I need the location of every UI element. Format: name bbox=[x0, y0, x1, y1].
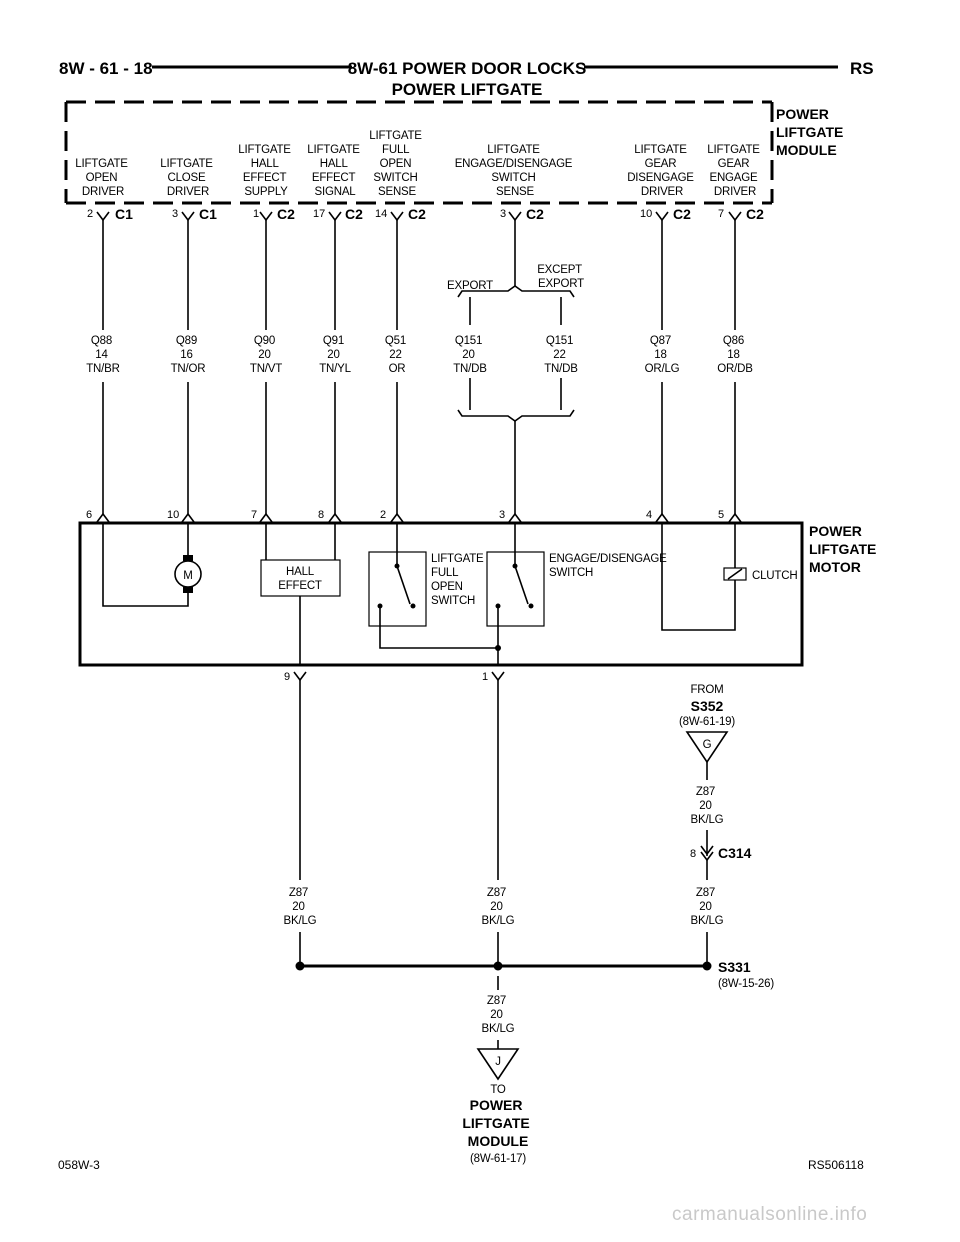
svg-text:HALL: HALL bbox=[286, 566, 315, 578]
to-destination: POWER LIFTGATE MODULE bbox=[462, 1097, 533, 1149]
motor-connector-pins: 6 10 7 8 2 3 4 5 bbox=[86, 509, 742, 523]
full-open-switch: LIFTGATE FULL OPEN SWITCH bbox=[368, 522, 498, 649]
module-title: POWER LIFTGATE MODULE bbox=[776, 106, 847, 158]
hall-effect-sensor: HALL EFFECT bbox=[260, 522, 341, 665]
motor-boundary bbox=[78, 521, 804, 667]
engage-disengage-switch: ENGAGE/DISENGAGE SWITCH bbox=[486, 522, 670, 665]
svg-text:10: 10 bbox=[640, 208, 652, 220]
clutch-coil: CLUTCH bbox=[661, 522, 798, 631]
svg-text:4: 4 bbox=[646, 509, 652, 521]
wire-code-q90: Q90 20 TN/VT bbox=[250, 335, 282, 375]
svg-text:6: 6 bbox=[86, 509, 92, 521]
svg-text:C2: C2 bbox=[746, 206, 764, 222]
motor-title: POWER LIFTGATE MOTOR bbox=[809, 523, 880, 575]
circuit-label-open-driver: LIFTGATE OPEN DRIVER bbox=[75, 158, 131, 198]
svg-text:17: 17 bbox=[313, 208, 325, 220]
wire-code-q89: Q89 16 TN/OR bbox=[171, 335, 206, 375]
from-ref: (8W-61-19) bbox=[679, 716, 735, 728]
from-label: FROM bbox=[690, 684, 723, 696]
svg-text:C2: C2 bbox=[673, 206, 691, 222]
circuit-label-hall-supply: LIFTGATE HALL EFFECT SUPPLY bbox=[238, 144, 294, 198]
splice-s331-ref: (8W-15-26) bbox=[718, 978, 774, 990]
svg-text:3: 3 bbox=[500, 208, 506, 220]
footer-ref-code: RS506118 bbox=[808, 1158, 864, 1172]
svg-text:3: 3 bbox=[499, 509, 505, 521]
svg-text:10: 10 bbox=[167, 509, 179, 521]
wire-code-q151-export: Q151 20 TN/DB bbox=[453, 335, 487, 375]
svg-text:5: 5 bbox=[718, 509, 724, 521]
circuit-label-engage-sense: LIFTGATE ENGAGE/DISENGAGE SWITCH SENSE bbox=[455, 144, 576, 198]
wire-code-q88: Q88 14 TN/BR bbox=[86, 335, 120, 375]
svg-text:3: 3 bbox=[172, 208, 178, 220]
wire-code-q86: Q86 18 OR/DB bbox=[717, 335, 753, 375]
svg-text:C2: C2 bbox=[345, 206, 363, 222]
wire-code-z87-mid: Z87 20 BK/LG bbox=[482, 887, 515, 927]
from-splice-s352: S352 bbox=[691, 698, 724, 714]
page-subtitle: POWER LIFTGATE bbox=[392, 80, 543, 99]
motor-bottom-pins: 9 1 bbox=[284, 671, 505, 880]
motor-m-symbol: M bbox=[102, 522, 202, 607]
to-j-triangle: J bbox=[476, 1048, 520, 1081]
svg-text:7: 7 bbox=[718, 208, 724, 220]
wire-code-z87-down: Z87 20 BK/LG bbox=[482, 995, 515, 1035]
splice-s331: S331 bbox=[718, 959, 751, 975]
wire-code-q91: Q91 20 TN/YL bbox=[319, 335, 351, 375]
svg-text:9: 9 bbox=[284, 671, 290, 683]
svg-text:C314: C314 bbox=[718, 845, 752, 861]
circuit-label-full-open-sense: LIFTGATE FULL OPEN SWITCH SENSE bbox=[369, 130, 425, 198]
wire-code-z87-right: Z87 20 BK/LG bbox=[691, 887, 724, 927]
svg-text:M: M bbox=[183, 570, 192, 582]
svg-text:C1: C1 bbox=[115, 206, 133, 222]
svg-text:C1: C1 bbox=[199, 206, 217, 222]
full-open-switch-label: LIFTGATE FULL OPEN SWITCH bbox=[431, 553, 487, 607]
module-connector-pins: 2 C1 3 C1 1 C2 17 C2 14 C2 3 C2 10 C2 7 … bbox=[87, 206, 764, 222]
svg-text:G: G bbox=[703, 739, 712, 751]
svg-text:2: 2 bbox=[380, 509, 386, 521]
watermark: carmanualsonline.info bbox=[672, 1204, 868, 1225]
circuit-label-close-driver: LIFTGATE CLOSE DRIVER bbox=[160, 158, 216, 198]
to-ref: (8W-61-17) bbox=[470, 1153, 526, 1165]
to-label: TO bbox=[490, 1084, 506, 1096]
svg-text:2: 2 bbox=[87, 208, 93, 220]
circuit-label-gear-engage: LIFTGATE GEAR ENGAGE DRIVER bbox=[707, 144, 763, 198]
wire-code-z87-upper: Z87 20 BK/LG bbox=[691, 786, 724, 826]
wire-code-q51: Q51 22 OR bbox=[385, 335, 409, 375]
svg-text:C2: C2 bbox=[526, 206, 544, 222]
circuit-label-hall-signal: LIFTGATE HALL EFFECT SIGNAL bbox=[307, 144, 363, 198]
page-title: 8W-61 POWER DOOR LOCKS bbox=[348, 59, 587, 78]
wire-code-q87: Q87 18 OR/LG bbox=[645, 335, 680, 375]
svg-text:8: 8 bbox=[318, 509, 324, 521]
export-label: EXPORT bbox=[447, 280, 493, 292]
svg-text:1: 1 bbox=[253, 208, 259, 220]
svg-text:C2: C2 bbox=[277, 206, 295, 222]
svg-text:14: 14 bbox=[375, 208, 387, 220]
svg-text:8: 8 bbox=[690, 848, 696, 860]
engage-disengage-switch-label: ENGAGE/DISENGAGE SWITCH bbox=[549, 553, 670, 579]
svg-text:1: 1 bbox=[482, 671, 488, 683]
svg-text:C2: C2 bbox=[408, 206, 426, 222]
s331-splice-bus bbox=[295, 961, 712, 971]
footer-figure-code: 058W-3 bbox=[58, 1158, 100, 1172]
except-export-label: EXCEPT EXPORT bbox=[537, 264, 585, 290]
from-g-triangle: G bbox=[685, 731, 729, 780]
wire-code-z87-left: Z87 20 BK/LG bbox=[284, 887, 317, 927]
svg-text:7: 7 bbox=[251, 509, 257, 521]
svg-text:J: J bbox=[495, 1056, 501, 1068]
module-boundary-horizontal bbox=[66, 100, 772, 205]
svg-text:EFFECT: EFFECT bbox=[278, 580, 322, 592]
svg-text:CLUTCH: CLUTCH bbox=[752, 570, 797, 582]
wire-code-q151-except-export: Q151 22 TN/DB bbox=[544, 335, 578, 375]
c314-connector: 8 C314 bbox=[690, 830, 752, 880]
section-code: RS bbox=[850, 59, 874, 78]
circuit-wires bbox=[102, 220, 736, 514]
circuit-label-gear-disengage: LIFTGATE GEAR DISENGAGE DRIVER bbox=[627, 144, 697, 198]
page-ref: 8W - 61 - 18 bbox=[59, 59, 153, 78]
